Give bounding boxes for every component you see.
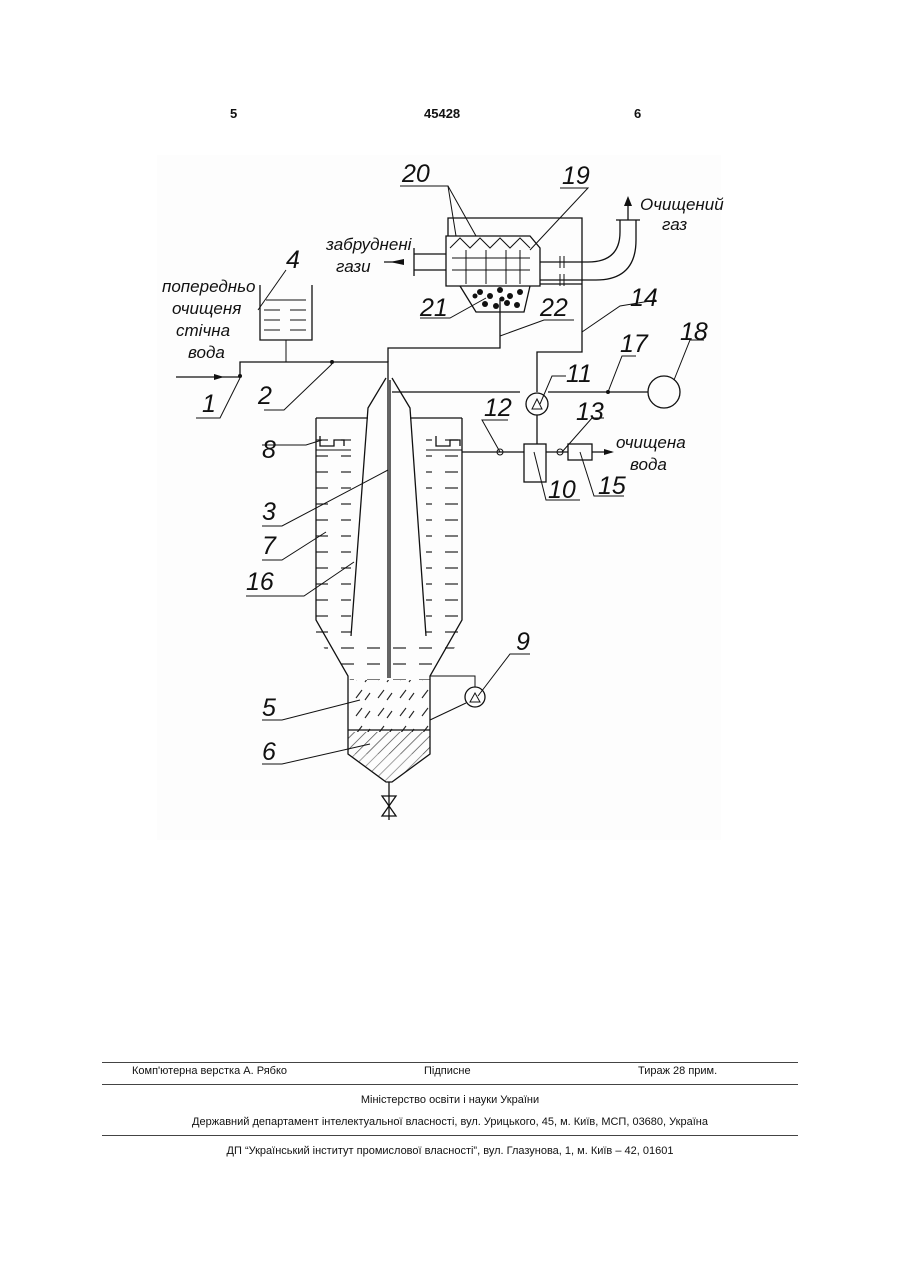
text-pre-water-4: вода: [188, 343, 225, 362]
text-clean-water-2: вода: [630, 455, 667, 474]
label-8: 8: [262, 436, 276, 464]
label-6: 6: [262, 738, 276, 766]
label-2: 2: [257, 382, 272, 410]
text-pre-water-3: стічна: [176, 321, 230, 340]
label-15: 15: [598, 472, 626, 500]
label-18: 18: [680, 318, 708, 346]
text-dirty-gas-1: забруднені: [325, 235, 413, 254]
text-dirty-gas-2: гази: [336, 257, 371, 276]
text-pre-water-2: очищеня: [172, 299, 241, 318]
text-purified-gas-2: газ: [662, 215, 687, 234]
label-14: 14: [630, 284, 658, 312]
text-clean-water-1: очищена: [616, 433, 686, 452]
label-21: 21: [419, 294, 448, 322]
footer-institute: ДП “Український інститут промислової вла…: [0, 1145, 900, 1157]
label-4: 4: [286, 246, 300, 274]
footer-signed: Підписне: [424, 1065, 471, 1077]
text-pre-water-1: попередньо: [162, 277, 255, 296]
label-19: 19: [562, 162, 590, 190]
footer-layout-by: Комп'ютерна верстка А. Рябко: [132, 1065, 287, 1077]
label-1: 1: [202, 390, 216, 418]
label-22: 22: [539, 294, 568, 322]
label-5: 5: [262, 694, 276, 722]
footer-rule-mid: [102, 1084, 798, 1085]
technical-drawing: 1 2 3 4 5 6 7 8 9 10 11 12 13 14 15 16 1…: [0, 0, 900, 900]
label-11: 11: [566, 360, 592, 388]
footer-rule-bottom: [102, 1135, 798, 1136]
label-13: 13: [576, 398, 604, 426]
label-9: 9: [516, 628, 530, 656]
label-12: 12: [484, 394, 512, 422]
label-3: 3: [262, 498, 276, 526]
label-20: 20: [401, 160, 430, 188]
label-10: 10: [548, 476, 576, 504]
text-purified-gas-1: Очищений: [640, 195, 724, 214]
footer-rule-top: [102, 1062, 798, 1063]
label-7: 7: [262, 532, 277, 560]
footer-department: Державний департамент інтелектуальної вл…: [0, 1116, 900, 1128]
footer-print-run: Тираж 28 прим.: [638, 1065, 717, 1077]
footer-ministry: Міністерство освіти і науки України: [0, 1094, 900, 1106]
label-16: 16: [246, 568, 274, 596]
label-17: 17: [620, 330, 649, 358]
